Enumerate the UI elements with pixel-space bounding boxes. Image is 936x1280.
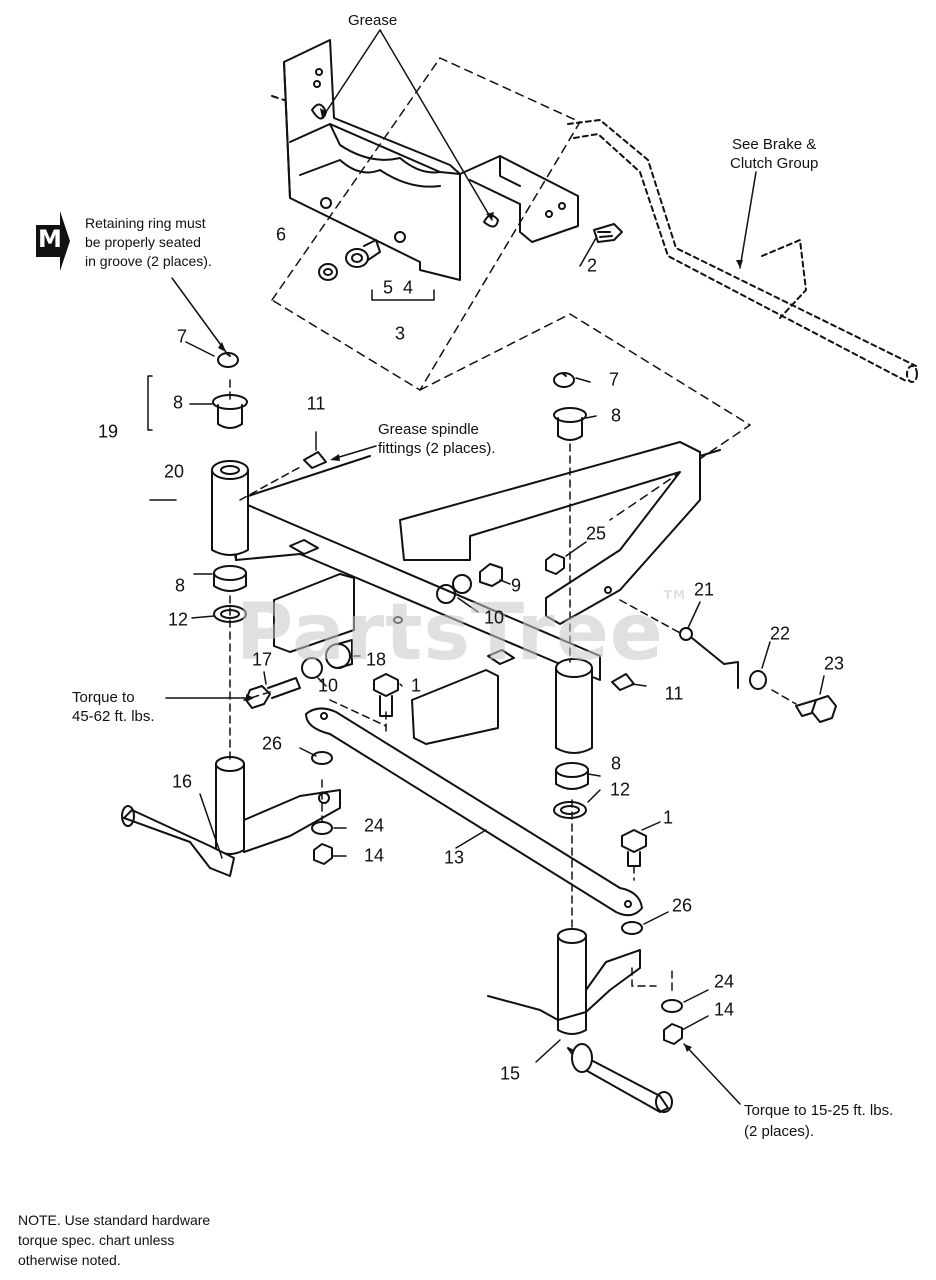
washer-26-left [311,751,333,765]
washer-10-a [436,584,456,604]
part-number-23: 23 [823,653,845,674]
part-number-6: 6 [275,224,287,245]
washer-10-c [301,657,323,679]
part-number-7-right: 7 [608,369,620,390]
note-line-1: NOTE. Use standard hardware [18,1212,211,1228]
cotter-pin-21 [679,627,739,689]
note-line-2: torque spec. chart unless [18,1232,175,1248]
part-number-12-a: 12 [167,609,189,630]
spindle-tube-20 [211,460,249,556]
watermark: PartsTreeTM [236,588,686,678]
part-number-2: 2 [586,255,598,276]
part-number-14-a: 14 [363,845,385,866]
retaining-note-2: be properly seated [85,234,201,250]
part-number-1-b: 1 [662,807,674,828]
bushing-8-upper-left [212,394,248,429]
note-line-3: otherwise noted. [18,1252,121,1268]
see-brake-label-1: See Brake & [732,136,817,153]
part-number-17: 17 [251,649,273,670]
bolt-23 [795,695,837,723]
part-number-8-d: 8 [610,753,622,774]
bushing-8-lower-right [555,762,589,790]
part-number-19: 19 [97,421,119,442]
part-number-11-a: 11 [306,393,326,414]
bolt-2 [593,223,623,243]
nut-9 [479,563,503,587]
nut-14-left [313,843,333,865]
part-number-12-b: 12 [609,779,631,800]
part-number-18: 18 [365,649,387,670]
m-badge-icon [36,211,70,271]
washer-24-left [311,821,333,835]
part-number-24-b: 24 [713,971,735,992]
grease-spindle-label-1: Grease spindle [378,421,479,438]
m-badge-letter: M [38,225,62,253]
part-number-10-a: 10 [483,607,505,628]
bushing-8-lower-left [213,565,247,592]
note-block: NOTE. Use standard hardware torque spec.… [18,1210,210,1270]
retaining-note-1: Retaining ring must [85,215,206,231]
mounting-bracket [271,39,579,281]
washer-24-right [661,999,683,1013]
bolt-1-upper [373,673,399,717]
bushing-8-upper-right [553,407,587,441]
part-number-13: 13 [443,847,465,868]
part-number-14-b: 14 [713,999,735,1020]
torque-right-label-1: Torque to 15-25 ft. lbs. [744,1102,894,1119]
part-number-22: 22 [769,623,791,644]
part-number-3: 3 [394,323,406,344]
part-number-8-a: 8 [172,392,184,413]
nut-25 [545,553,565,575]
see-brake-label-2: Clutch Group [730,155,819,172]
bolt-17 [245,677,301,709]
grease-fitting-11-left [303,451,327,469]
part-number-26-b: 26 [671,895,693,916]
tie-rod-13 [305,707,643,917]
retaining-note-3: in groove (2 places). [85,253,212,269]
part-number-9: 9 [510,575,522,596]
part-number-8-b: 8 [610,405,622,426]
part-number-4: 4 [402,277,414,298]
part-number-16: 16 [171,771,193,792]
bushing-5 [345,239,381,268]
grease-label: Grease [348,12,398,29]
part-number-15: 15 [499,1063,521,1084]
retaining-ring-7-left [217,352,239,368]
nut-14-right [663,1023,683,1045]
spindle-16 [121,756,341,877]
spacer-18 [325,639,353,669]
alignment-lines [229,379,797,991]
torque-left-label-2: 45-62 ft. lbs. [72,708,155,725]
part-number-1-a: 1 [410,675,422,696]
washer-10-b [452,574,472,594]
part-number-24-a: 24 [363,815,385,836]
axle-frame [227,441,721,745]
part-number-8-c: 8 [174,575,186,596]
arrowheads [218,108,743,1052]
torque-right-label-2: (2 places). [744,1123,815,1140]
washer-22 [749,670,767,690]
leader-lines [165,29,825,1105]
part-number-10-b: 10 [317,675,339,696]
part-number-5: 5 [382,277,394,298]
washer-6 [318,263,338,281]
part-number-7-left: 7 [176,326,188,347]
part-number-26-a: 26 [261,733,283,754]
part-number-21: 21 [693,579,715,600]
torque-left-label-1: Torque to [72,689,135,706]
part-number-20: 20 [163,461,185,482]
grease-spindle-label-2: fittings (2 places). [378,440,496,457]
spindle-15 [487,928,673,1113]
bolt-1-lower [621,829,647,867]
retaining-ring-7-right [553,372,575,388]
brake-clutch-rod [567,119,918,383]
spindle-tube-right [555,658,593,754]
washer-26-right [621,921,643,935]
part-number-25: 25 [585,523,607,544]
part-number-11-b: 11 [664,683,684,704]
washer-12-right [553,801,587,819]
